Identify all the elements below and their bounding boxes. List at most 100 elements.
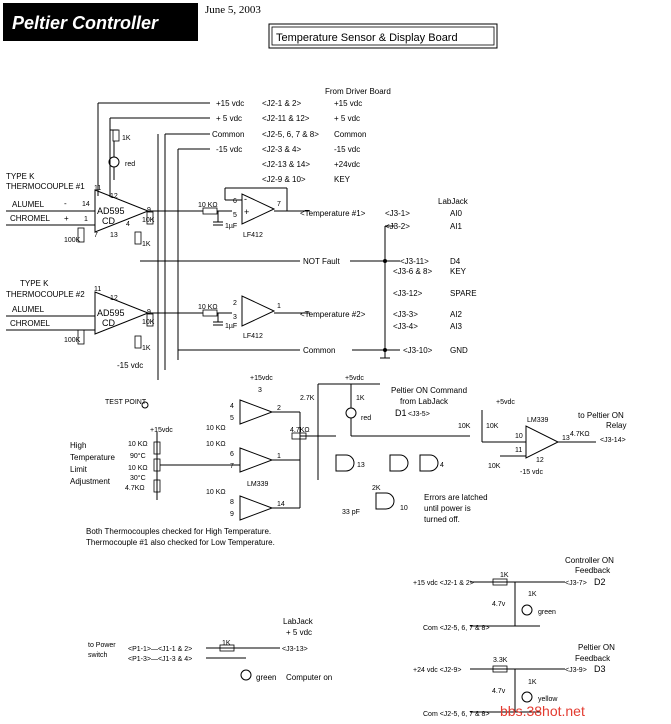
svg-text:1K: 1K bbox=[222, 640, 231, 647]
svg-text:LabJack: LabJack bbox=[438, 197, 469, 206]
svg-text:<J2-9 & 10>: <J2-9 & 10> bbox=[262, 175, 306, 184]
svg-text:10K: 10K bbox=[142, 319, 155, 326]
svg-text:Common: Common bbox=[303, 346, 335, 355]
svg-text:+: + bbox=[64, 214, 69, 223]
lm339-block: 4 5 6 7 8 9 2 1 14 LM339 +15vdc 3 10 KΩ … bbox=[206, 375, 336, 521]
watermark-text: bbs.38hot.net bbox=[500, 703, 585, 719]
svg-text:Temperature: Temperature bbox=[70, 453, 115, 462]
svg-text:Controller ON: Controller ON bbox=[565, 556, 614, 565]
svg-text:1: 1 bbox=[277, 303, 281, 310]
svg-text:NOT Fault: NOT Fault bbox=[303, 257, 341, 266]
svg-text:+15vdc: +15vdc bbox=[150, 427, 173, 434]
svg-text:90°C: 90°C bbox=[130, 452, 146, 460]
svg-text:KEY: KEY bbox=[450, 267, 467, 276]
svg-text:1µF: 1µF bbox=[225, 323, 237, 330]
board-name: Temperature Sensor & Display Board bbox=[276, 32, 458, 44]
svg-text:<J2-3 & 4>: <J2-3 & 4> bbox=[262, 145, 301, 154]
svg-text:5: 5 bbox=[233, 212, 237, 219]
svg-text:-15 vdc: -15 vdc bbox=[334, 145, 360, 154]
svg-text:-: - bbox=[244, 194, 247, 204]
svg-text:1K: 1K bbox=[500, 572, 509, 579]
svg-text:2: 2 bbox=[233, 300, 237, 307]
tc1-type: TYPE K bbox=[6, 172, 35, 181]
svg-text:8: 8 bbox=[230, 499, 234, 506]
svg-text:KEY: KEY bbox=[334, 175, 351, 184]
svg-text:14: 14 bbox=[277, 501, 285, 508]
svg-text:Com <J2-5, 6, 7 & 8>: Com <J2-5, 6, 7 & 8> bbox=[423, 625, 490, 632]
svg-text:+15 vdc: +15 vdc bbox=[216, 99, 244, 108]
svg-text:1K: 1K bbox=[528, 591, 537, 598]
svg-text:11: 11 bbox=[515, 447, 522, 454]
svg-text:<J3-2>: <J3-2> bbox=[385, 222, 410, 231]
svg-text:<J3-5>: <J3-5> bbox=[408, 411, 430, 418]
tc2-name: THERMOCOUPLE #2 bbox=[6, 290, 85, 299]
svg-text:+ 5 vdc: + 5 vdc bbox=[286, 628, 312, 637]
svg-text:<J3-12>: <J3-12> bbox=[393, 289, 423, 298]
svg-text:CD: CD bbox=[102, 318, 115, 328]
svg-text:Thermocouple #1 also checked f: Thermocouple #1 also checked for Low Tem… bbox=[86, 538, 275, 547]
svg-text:-15 vdc: -15 vdc bbox=[216, 145, 242, 154]
svg-text:10K: 10K bbox=[486, 423, 499, 430]
svg-text:green: green bbox=[256, 673, 276, 682]
svg-text:10: 10 bbox=[515, 433, 523, 440]
signal-lines bbox=[140, 225, 400, 359]
svg-text:4.7KΩ: 4.7KΩ bbox=[570, 431, 590, 438]
svg-text:AI1: AI1 bbox=[450, 222, 463, 231]
svg-text:<J3-10>: <J3-10> bbox=[403, 346, 433, 355]
svg-text:+5vdc: +5vdc bbox=[345, 375, 364, 382]
test-point-icon bbox=[141, 401, 149, 409]
svg-text:CHROMEL: CHROMEL bbox=[10, 319, 51, 328]
svg-text:Errors are latched: Errors are latched bbox=[424, 493, 488, 502]
svg-text:10 KΩ: 10 KΩ bbox=[206, 441, 226, 448]
ad595-upper-label: AD595 bbox=[97, 206, 125, 216]
led-red-label: red bbox=[125, 161, 135, 168]
svg-text:10 KΩ: 10 KΩ bbox=[198, 202, 218, 209]
svg-text:10 KΩ: 10 KΩ bbox=[128, 441, 148, 448]
test-point-label: TEST POINT bbox=[105, 399, 147, 406]
svg-text:7: 7 bbox=[277, 201, 281, 208]
svg-text:SPARE: SPARE bbox=[450, 289, 477, 298]
svg-text:1K: 1K bbox=[142, 345, 151, 352]
svg-text:<J2-11 & 12>: <J2-11 & 12> bbox=[262, 114, 310, 123]
svg-text:D3: D3 bbox=[594, 664, 606, 674]
svg-text:2K: 2K bbox=[372, 485, 381, 492]
from-driver-label: From Driver Board bbox=[325, 87, 391, 96]
svg-text:Relay: Relay bbox=[606, 421, 626, 430]
svg-text:Common: Common bbox=[212, 130, 244, 139]
computer-on: LabJack + 5 vdc to Power switch <P1-1>—<… bbox=[88, 617, 332, 682]
svg-text:10K: 10K bbox=[488, 463, 501, 470]
svg-text:3: 3 bbox=[258, 387, 262, 394]
svg-text:Feedback: Feedback bbox=[575, 566, 611, 575]
svg-text:10: 10 bbox=[400, 505, 408, 512]
svg-text:1: 1 bbox=[84, 216, 88, 223]
svg-text:D2: D2 bbox=[594, 577, 606, 587]
svg-text:100K: 100K bbox=[64, 337, 81, 344]
svg-text:LM339: LM339 bbox=[527, 417, 549, 424]
svg-text:Limit: Limit bbox=[70, 465, 88, 474]
svg-text:<J3-14>: <J3-14> bbox=[600, 437, 626, 444]
svg-text:Com <J2-5, 6, 7 & 8>: Com <J2-5, 6, 7 & 8> bbox=[423, 711, 490, 718]
svg-text:1K: 1K bbox=[356, 395, 365, 402]
svg-text:3.3K: 3.3K bbox=[493, 657, 508, 664]
controller-on-feedback: Controller ON Feedback +15 vdc <J2-1 & 2… bbox=[413, 556, 614, 632]
svg-text:<Temperature #1>: <Temperature #1> bbox=[300, 209, 366, 218]
svg-text:30°C: 30°C bbox=[130, 474, 146, 482]
svg-text:4.7KΩ: 4.7KΩ bbox=[290, 427, 310, 434]
svg-text:+ 5 vdc: + 5 vdc bbox=[334, 114, 360, 123]
date-text: June 5, 2003 bbox=[205, 4, 261, 16]
svg-text:GND: GND bbox=[450, 346, 468, 355]
svg-text:<Temperature #2>: <Temperature #2> bbox=[300, 310, 366, 319]
svg-text:D4: D4 bbox=[450, 257, 461, 266]
svg-text:1: 1 bbox=[277, 453, 281, 460]
tc2-type: TYPE K bbox=[20, 279, 49, 288]
svg-text:13: 13 bbox=[562, 435, 570, 442]
lf412-lower: 10 KΩ 2 3 1 LF412 1µF bbox=[198, 295, 310, 340]
title-block: Peltier Controller June 5, 2003 Temperat… bbox=[3, 3, 498, 49]
svg-text:6: 6 bbox=[233, 198, 237, 205]
svg-text:<J3-4>: <J3-4> bbox=[393, 322, 418, 331]
svg-text:D1: D1 bbox=[395, 408, 407, 418]
svg-text:-15 vdc: -15 vdc bbox=[117, 361, 143, 370]
svg-text:12: 12 bbox=[536, 457, 544, 464]
svg-text:10 KΩ: 10 KΩ bbox=[206, 425, 226, 432]
